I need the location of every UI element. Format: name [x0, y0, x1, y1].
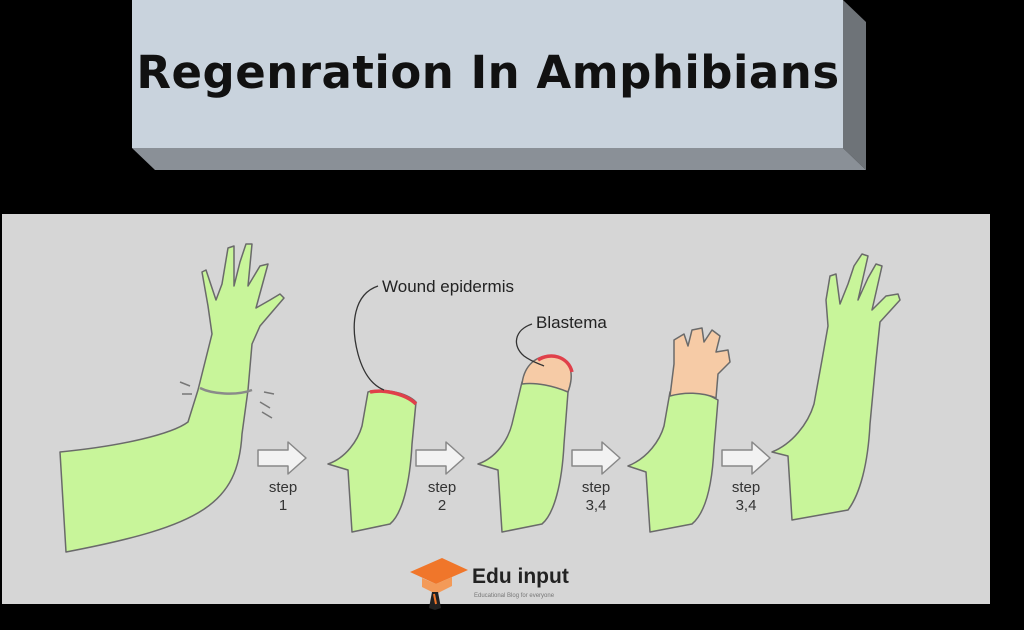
- wound-epidermis: [369, 389, 418, 406]
- step-4-num: 3,4: [736, 497, 757, 514]
- regrowing-hand: [669, 327, 731, 399]
- regeneration-diagram: Wound epidermis Blastema step 1 step 2 s…: [59, 243, 901, 553]
- title-box-face: [132, 0, 843, 148]
- label-wound-epidermis: Wound epidermis: [382, 277, 514, 296]
- diagram-panel: Wound epidermis Blastema step 1 step 2 s…: [2, 214, 990, 604]
- stump-blastema: [477, 380, 569, 533]
- leader-wound: [353, 285, 385, 391]
- title-box-bottom: [132, 148, 866, 170]
- brand-name: Edu input: [472, 565, 569, 588]
- step-2-num: 2: [438, 497, 446, 514]
- stump-wound: [327, 389, 417, 533]
- title-banner: [132, 0, 866, 170]
- arm-full: [59, 243, 285, 553]
- cut-line: [199, 386, 253, 395]
- arrow-1: [257, 441, 307, 475]
- leader-blastema: [515, 323, 545, 367]
- arrows: [257, 441, 771, 475]
- arrow-2: [415, 441, 465, 475]
- cut-marks: [179, 381, 275, 419]
- step-1-num: 1: [279, 497, 287, 514]
- title-box-side: [843, 0, 866, 170]
- step-2-word: step: [428, 479, 456, 496]
- graduation-cap-icon: [410, 558, 468, 610]
- label-blastema: Blastema: [536, 313, 607, 332]
- arrow-3: [571, 441, 621, 475]
- step-3-word: step: [582, 479, 610, 496]
- step-3-num: 3,4: [586, 497, 607, 514]
- arm-regenerated: [771, 253, 901, 521]
- brand-tagline: Educational Blog for everyone: [474, 593, 555, 599]
- blastema-tip: [537, 354, 574, 373]
- arrow-4: [721, 441, 771, 475]
- step-4-word: step: [732, 479, 760, 496]
- page-title: Regenration In Amphibians: [136, 46, 840, 99]
- step-1-word: step: [269, 479, 297, 496]
- stump-growing: [627, 388, 719, 533]
